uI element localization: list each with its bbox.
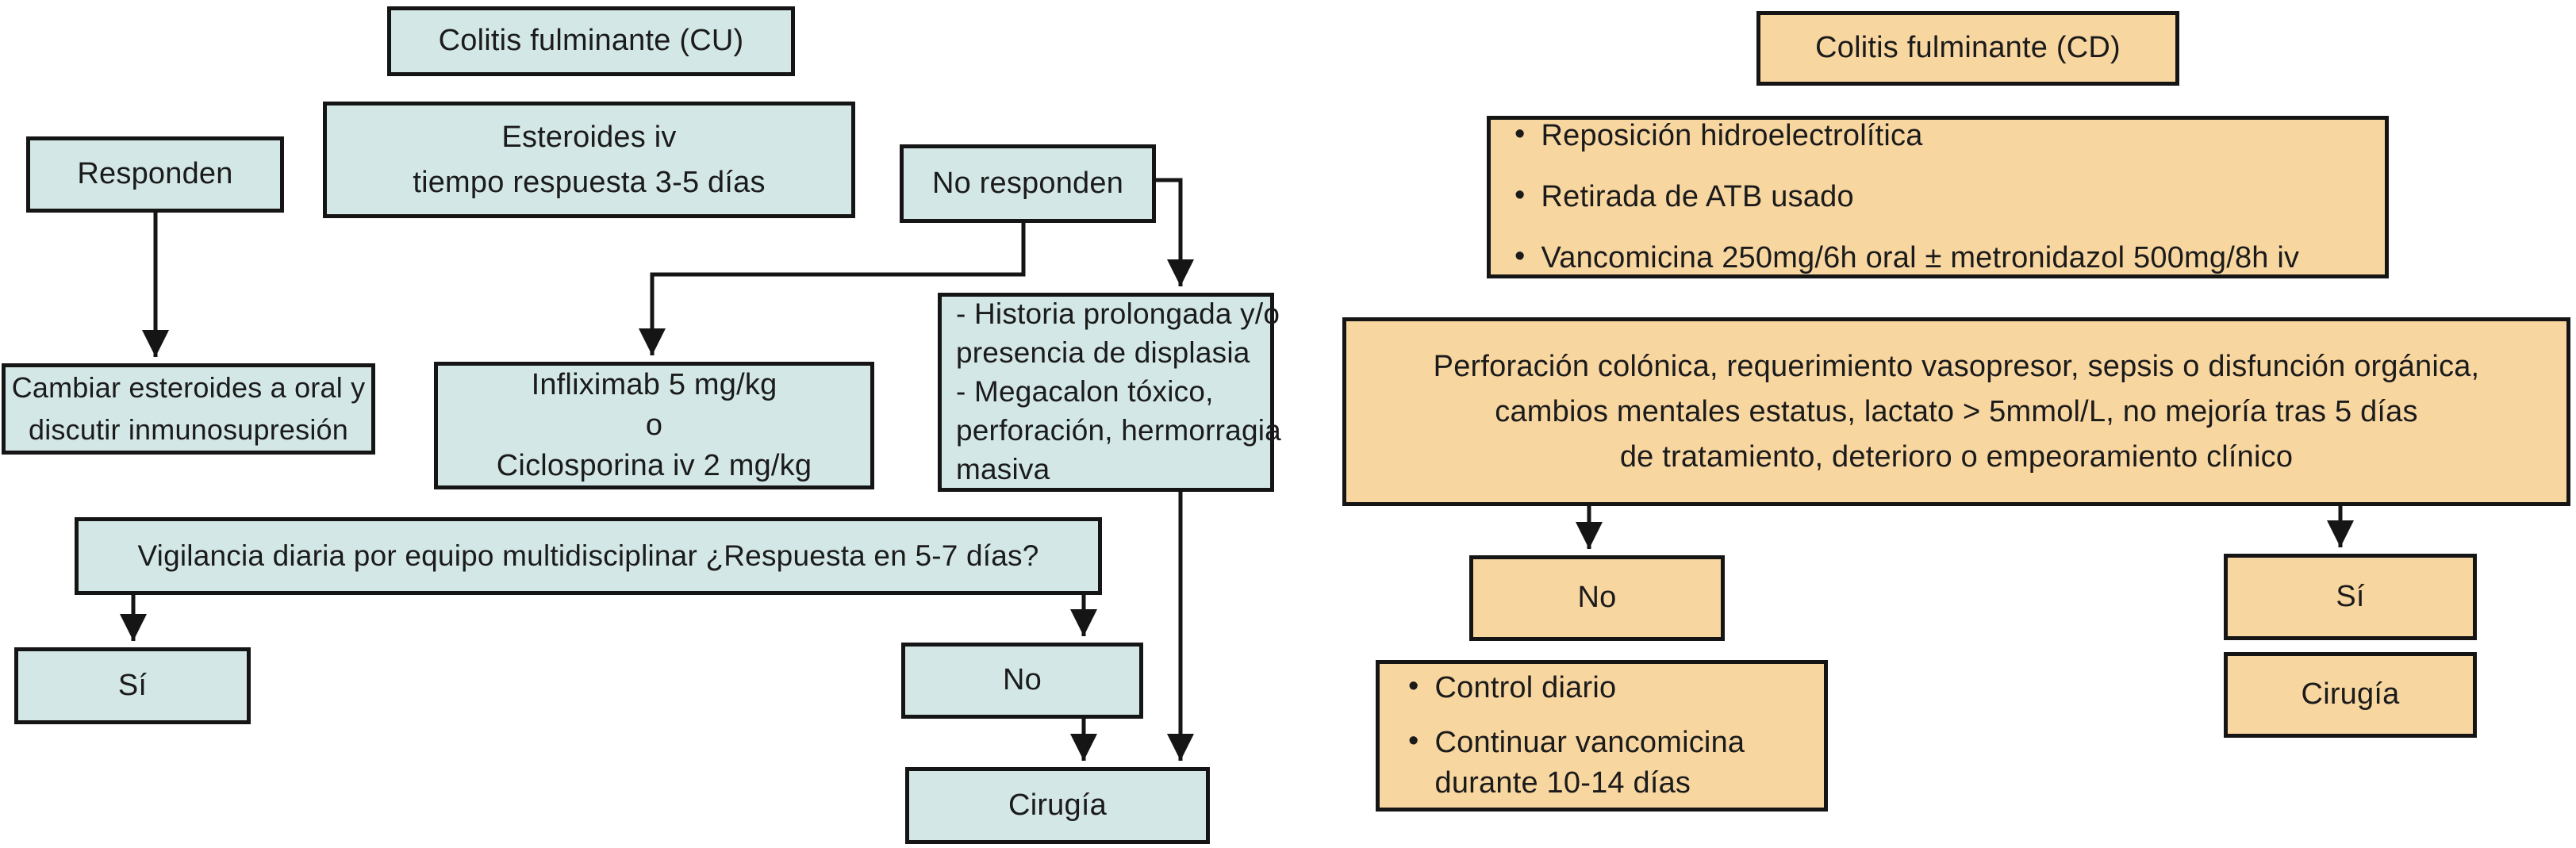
bullet-icon: • <box>1408 723 1419 758</box>
node-label-line: perforación, hermorragia <box>956 413 1281 447</box>
list-item: • Control diario <box>1408 668 1616 708</box>
node-cu-infliximab-ciclosporina: Infliximab 5 mg/kg o Ciclosporina iv 2 m… <box>434 362 874 489</box>
bullet-icon: • <box>1515 117 1526 151</box>
node-cu-no-responden: No responden <box>900 144 1156 223</box>
node-label: No responden <box>931 166 1124 200</box>
node-label-line: Esteroides iv <box>501 120 677 154</box>
node-label: Colitis fulminante (CD) <box>1815 31 2121 65</box>
node-label: Responden <box>77 157 233 191</box>
node-label-line: tiempo respuesta 3-5 días <box>413 165 766 199</box>
node-label: Colitis fulminante (CU) <box>438 24 744 58</box>
list-item-text: Vancomicina 250mg/6h oral ± metronidazol… <box>1541 241 2300 275</box>
node-label-line: cambios mentales estatus, lactato > 5mmo… <box>1495 394 2418 428</box>
node-label: Sí <box>2336 579 2365 613</box>
node-cd-si: Sí <box>2224 554 2477 640</box>
node-label-line: - Megacalon tóxico, <box>956 375 1214 409</box>
node-cu-si: Sí <box>14 647 251 724</box>
node-label: Cirugía <box>2301 677 2400 712</box>
list-item: • Vancomicina 250mg/6h oral ± metronidaz… <box>1515 238 2299 278</box>
list-item-text: Continuar vancomicina durante 10-14 días <box>1434 725 1745 800</box>
node-label: Vigilancia diaria por equipo multidiscip… <box>137 539 1039 573</box>
node-label: No <box>1003 663 1042 697</box>
node-cd-cirugia: Cirugía <box>2224 652 2477 738</box>
bullet-icon: • <box>1515 178 1526 212</box>
node-label-line: o <box>645 408 663 442</box>
list-item: • Continuar vancomicina durante 10-14 dí… <box>1408 723 1745 804</box>
list-item: • Reposición hidroelectrolítica <box>1515 116 1923 156</box>
node-cd-tratamiento: • Reposición hidroelectrolítica • Retira… <box>1487 116 2389 278</box>
node-label: Cirugía <box>1008 788 1107 822</box>
node-label-line: Ciclosporina iv 2 mg/kg <box>496 449 812 483</box>
node-label-line: discutir inmunosupresión <box>29 412 348 446</box>
list-item: • Retirada de ATB usado <box>1515 177 1854 217</box>
node-cu-title: Colitis fulminante (CU) <box>387 6 795 76</box>
node-cu-vigilancia: Vigilancia diaria por equipo multidiscip… <box>75 517 1102 595</box>
node-label: Sí <box>117 668 148 702</box>
node-label-line: Infliximab 5 mg/kg <box>531 367 777 401</box>
node-label: No <box>1577 581 1617 615</box>
node-cd-no: No <box>1469 555 1725 641</box>
list-item-text: Retirada de ATB usado <box>1541 179 1854 213</box>
bullet-icon: • <box>1515 240 1526 274</box>
arrow-noresponden-to-historia <box>1156 178 1194 286</box>
node-label-line: Perforación colónica, requerimiento vaso… <box>1433 349 2480 383</box>
node-cu-no: No <box>901 643 1143 719</box>
node-cd-criterios: Perforación colónica, requerimiento vaso… <box>1342 317 2570 506</box>
node-label-line: - Historia prolongada y/o <box>956 297 1280 331</box>
bullet-icon: • <box>1408 669 1419 703</box>
node-cu-historia-megacolon: - Historia prolongada y/o presencia de d… <box>938 293 1281 492</box>
node-cu-cirugia: Cirugía <box>905 767 1210 844</box>
node-label-line: Cambiar esteroides a oral y <box>11 371 366 405</box>
node-cu-cambiar-esteroides: Cambiar esteroides a oral y discutir inm… <box>2 363 375 455</box>
list-item-text: Reposición hidroelectrolítica <box>1541 118 1923 152</box>
node-cd-control: • Control diario • Continuar vancomicina… <box>1376 660 1828 812</box>
arrow-noresponden-to-infliximab <box>639 223 1026 355</box>
node-label-line: presencia de displasia <box>956 336 1250 370</box>
list-item-text: Control diario <box>1434 670 1617 704</box>
node-cd-title: Colitis fulminante (CD) <box>1756 11 2179 86</box>
node-cu-responden: Responden <box>26 136 284 213</box>
node-cu-esteroides: Esteroides iv tiempo respuesta 3-5 días <box>323 102 855 218</box>
node-label-line: masiva <box>956 452 1050 485</box>
node-label-line: de tratamiento, deterioro o empeoramient… <box>1619 439 2294 474</box>
